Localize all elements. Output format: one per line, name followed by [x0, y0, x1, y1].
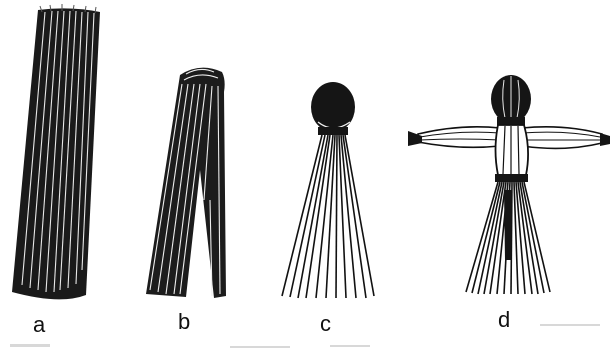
head-tied-figure-c	[282, 82, 374, 298]
straw-bundle-figure-a	[12, 4, 100, 299]
folded-bundle-figure-b	[146, 68, 226, 298]
step-label-d: d	[498, 309, 510, 331]
step-label-b: b	[178, 311, 190, 333]
scan-smudges	[10, 324, 600, 348]
step-label-a: a	[33, 314, 45, 336]
step-label-c: c	[320, 313, 331, 335]
finished-doll-figure-d	[408, 75, 610, 294]
